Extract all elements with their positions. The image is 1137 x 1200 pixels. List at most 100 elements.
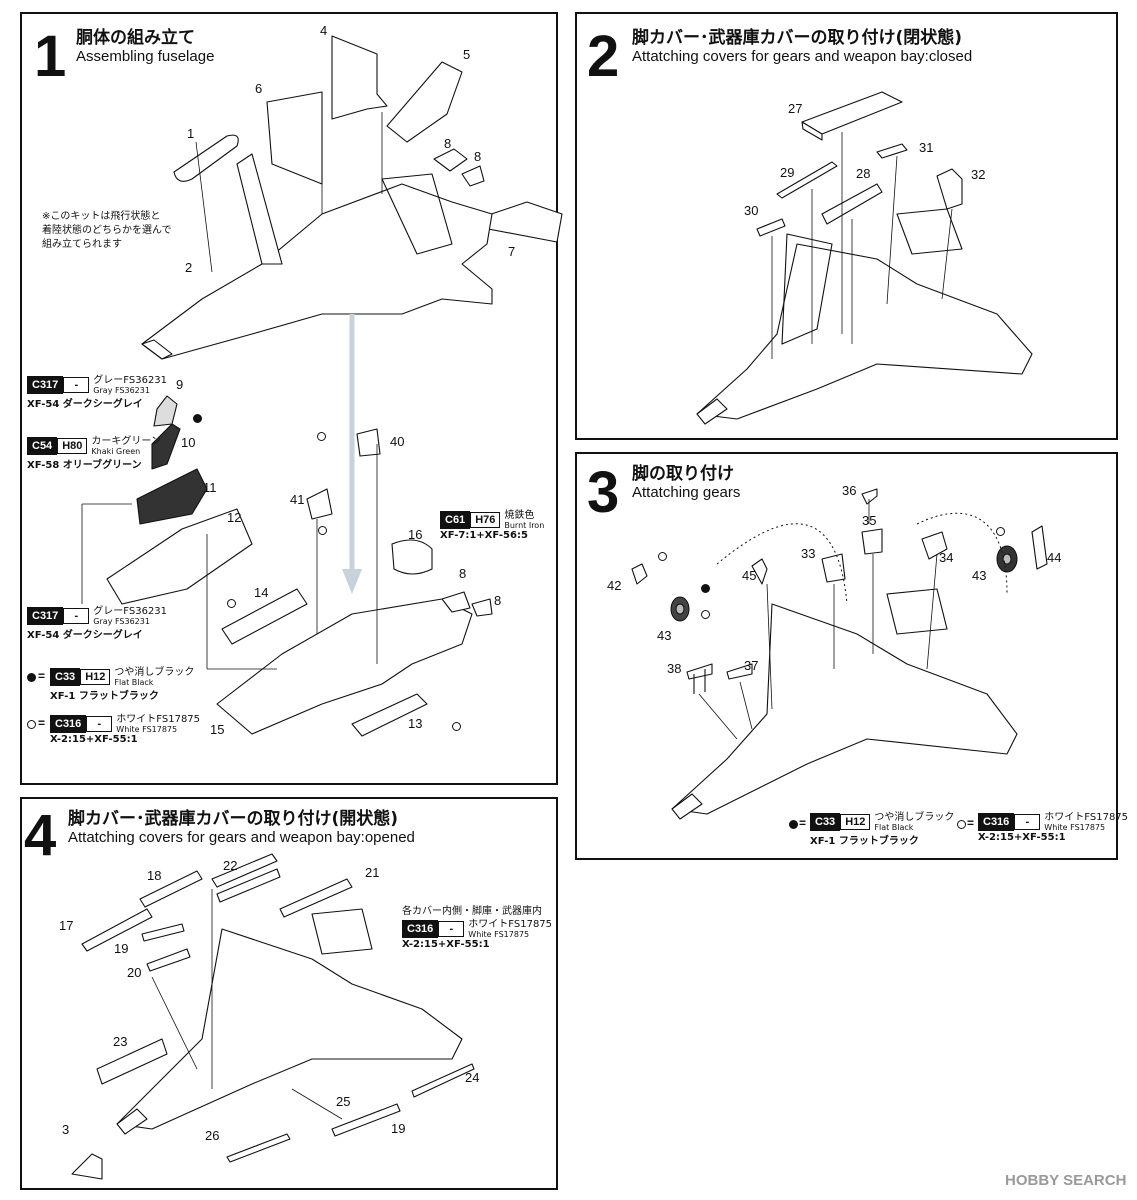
flat-black-mark-icon [193,414,202,423]
step1-drawing [81,35,563,737]
step2-title-en: Attatching covers for gears and weapon b… [632,48,973,65]
paint-name-en: Burnt Iron [504,521,545,530]
part-label: 32 [971,167,986,182]
flat-black-mark-icon [789,820,798,829]
aqueous-code: - [63,377,90,393]
paint-name-en: Gray FS36231 [93,617,150,626]
part-label: 25 [336,1094,351,1109]
part-label: 14 [254,585,269,600]
part-label: 23 [113,1034,128,1049]
tamiya-code: XF-1 フラットブラック [810,836,919,847]
aqueous-code: H80 [57,438,88,454]
aqueous-code: - [1014,814,1041,830]
tamiya-code: XF-1 フラットブラック [50,691,159,702]
step2-number: 2 [587,24,620,89]
part-label: 44 [1047,550,1062,565]
mr-color-code: C317 [27,607,64,625]
paint-name-en: Flat Black [874,823,914,832]
mr-color-code: C316 [50,715,87,733]
step1-title-en: Assembling fuselage [76,48,215,65]
step3-number: 3 [587,460,620,525]
tamiya-code: X-2:15+XF-55:1 [402,939,490,950]
paint-name-jp: ホワイトFS17875 [468,919,553,930]
aqueous-code: - [63,608,90,624]
paint-name-en: Khaki Green [91,447,141,456]
interior-note: 各カバー内側・脚庫・武器庫内 [402,906,542,917]
white-mark-icon [996,527,1005,536]
kit-note-line: 組み立てられます [42,239,122,250]
part-label: 17 [59,918,74,933]
part-label: 30 [744,203,759,218]
paint-name-jp: カーキグリーン [91,436,161,447]
paint-name-jp: つや消しブラック [874,812,955,823]
tamiya-code: X-2:15+XF-55:1 [50,734,138,745]
step4-panel: 4 脚カバー･武器庫カバーの取り付け(開状態) Attatching cover… [20,797,558,1190]
part-label: 19 [391,1121,406,1136]
part-label: 18 [147,868,162,883]
tamiya-code: XF-7:1+XF-56:5 [440,530,528,541]
equals-sign: = [38,716,46,730]
part-label: 34 [939,550,954,565]
tamiya-code: XF-54 ダークシーグレイ [27,630,143,641]
kit-note-line: ※このキットは飛行状態と [42,211,161,222]
step2-title-jp: 脚カバー･武器庫カバーの取り付け(閉状態) [632,28,963,48]
white-mark-icon [658,552,667,561]
step1-panel: 1 胴体の組み立て Assembling fuselage [20,12,563,785]
part-label: 16 [408,527,423,542]
part-label: 28 [856,166,871,181]
part-label: 29 [780,165,795,180]
paint-name-en: Gray FS36231 [93,386,150,395]
paint-name-jp: つや消しブラック [114,667,195,678]
part-label: 15 [210,722,225,737]
white-mark-icon [317,432,326,441]
part-label: 41 [290,492,305,507]
paint-name-en: White FS17875 [116,725,178,734]
part-label: 13 [408,716,423,731]
mr-color-code: C33 [810,813,841,831]
hobby-search-watermark: HOBBY SEARCH [1005,1172,1127,1189]
step4-title-en: Attatching covers for gears and weapon b… [68,829,415,846]
step2-drawing [696,91,1033,425]
step1-number: 1 [34,24,67,89]
step4-title-jp: 脚カバー･武器庫カバーの取り付け(開状態) [68,809,399,829]
part-label: 19 [114,941,129,956]
part-label: 8 [494,593,502,608]
part-label: 33 [801,546,816,561]
part-label: 26 [205,1128,220,1143]
mr-color-code: C33 [50,668,81,686]
mr-color-code: C61 [440,511,471,529]
part-label: 8 [474,149,482,164]
part-label: 20 [127,965,142,980]
paint-name-en: Flat Black [114,678,154,687]
aqueous-code: - [438,921,465,937]
flat-black-mark-icon [27,673,36,682]
tamiya-code: XF-54 ダークシーグレイ [27,399,143,410]
part-label: 6 [255,81,263,96]
step1-title-jp: 胴体の組み立て [76,28,195,48]
part-label: 42 [607,578,622,593]
mr-color-code: C54 [27,437,58,455]
white-mark-icon [318,526,327,535]
part-label: 9 [176,377,184,392]
part-label: 21 [365,865,380,880]
flat-black-mark-icon [701,584,710,593]
part-label: 8 [444,136,452,151]
white-mark-icon [27,720,36,729]
step4-drawing [71,853,475,1180]
part-label: 43 [657,628,672,643]
step3-title-jp: 脚の取り付け [632,464,734,484]
part-label: 2 [185,260,193,275]
kit-note-line: 着陸状態のどちらかを選んで [42,225,172,236]
part-label: 36 [842,483,857,498]
part-label: 22 [223,858,238,873]
paint-name-en: White FS17875 [468,930,530,939]
part-label: 40 [390,434,405,449]
part-label: 4 [320,23,328,38]
part-label: 5 [463,47,471,62]
